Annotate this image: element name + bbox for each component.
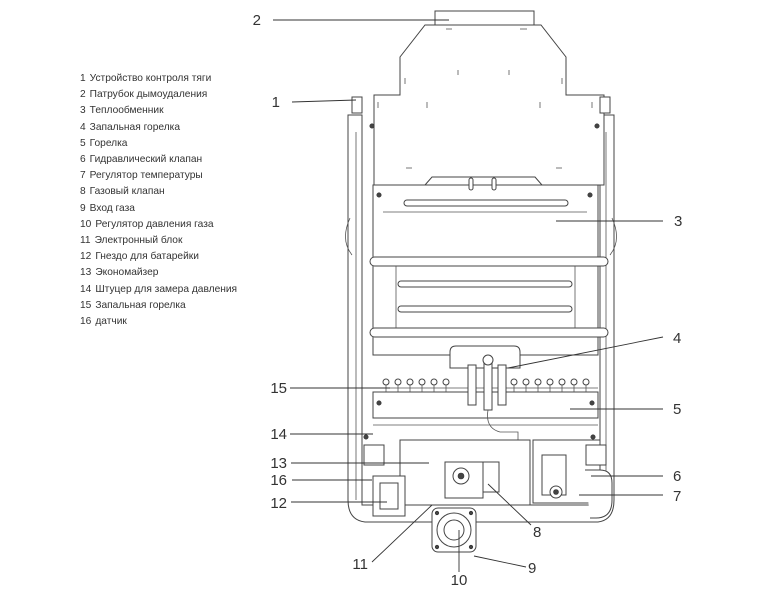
legend-label: Регулятор температуры bbox=[89, 170, 203, 182]
burner-nozzle bbox=[442, 378, 450, 386]
draft-sensor bbox=[351, 96, 611, 129]
legend-label: Гнездо для батарейки bbox=[95, 251, 199, 263]
legend-label: Регулятор давления газа bbox=[95, 218, 214, 230]
heat-exchanger bbox=[345, 176, 617, 356]
burner-nozzle bbox=[582, 378, 590, 386]
pilot-burner bbox=[467, 354, 519, 445]
callout-lines bbox=[273, 19, 664, 572]
callout-8: 8 bbox=[533, 524, 541, 541]
callout-1: 1 bbox=[272, 94, 280, 111]
callout-5: 5 bbox=[673, 401, 681, 418]
burner-nozzles bbox=[382, 378, 590, 392]
legend-label: Газовый клапан bbox=[89, 186, 165, 198]
control-section bbox=[363, 434, 613, 519]
callout-9: 9 bbox=[528, 560, 536, 577]
callout-14: 14 bbox=[270, 426, 287, 443]
legend-label: Запальная горелка bbox=[95, 299, 186, 311]
legend-label: Теплообменник bbox=[89, 105, 164, 117]
gas-inlet bbox=[431, 507, 477, 553]
callout-2: 2 bbox=[253, 12, 261, 29]
legend-label: Штуцер для замера давления bbox=[95, 283, 238, 295]
callout-15: 15 bbox=[270, 380, 287, 397]
legend-label: Патрубок дымоудаления bbox=[89, 89, 208, 101]
callout-3: 3 bbox=[674, 213, 682, 230]
burner-nozzle bbox=[406, 378, 414, 386]
legend-label: Гидравлический клапан bbox=[89, 154, 203, 166]
burner-nozzle bbox=[382, 378, 390, 386]
legend-label: Запальная горелка bbox=[89, 121, 181, 133]
callout-11: 11 bbox=[352, 556, 368, 573]
callout-4: 4 bbox=[673, 330, 681, 347]
callout-13: 13 bbox=[270, 455, 287, 472]
legend-label: Вход газа bbox=[89, 202, 135, 214]
callout-12: 12 bbox=[270, 495, 287, 512]
burner-nozzle bbox=[510, 378, 518, 386]
callout-10: 10 bbox=[451, 572, 468, 589]
burner-nozzle bbox=[534, 378, 542, 386]
callout-7: 7 bbox=[673, 488, 681, 505]
legend-label: Горелка bbox=[89, 137, 128, 149]
callout-6: 6 bbox=[673, 468, 681, 485]
burner-nozzle bbox=[418, 378, 426, 386]
legend-label: датчик bbox=[95, 316, 127, 328]
burner-nozzle bbox=[570, 378, 578, 386]
burner-nozzle bbox=[522, 378, 530, 386]
burner-nozzle bbox=[546, 378, 554, 386]
outer-casing bbox=[347, 114, 615, 523]
legend-label: Электронный блок bbox=[94, 235, 183, 247]
legend-label: Экономайзер bbox=[95, 267, 159, 279]
burner-nozzle bbox=[558, 378, 566, 386]
burner-nozzle bbox=[430, 378, 438, 386]
callout-numbers: 1 2 3 4 5 6 7 8 9 10 11 12 13 16 14 15 bbox=[253, 12, 683, 589]
callout-16: 16 bbox=[270, 472, 287, 489]
flue-hood bbox=[373, 10, 605, 186]
legend-label: Устройство контроля тяги bbox=[89, 73, 212, 84]
burner-nozzle bbox=[394, 378, 402, 386]
